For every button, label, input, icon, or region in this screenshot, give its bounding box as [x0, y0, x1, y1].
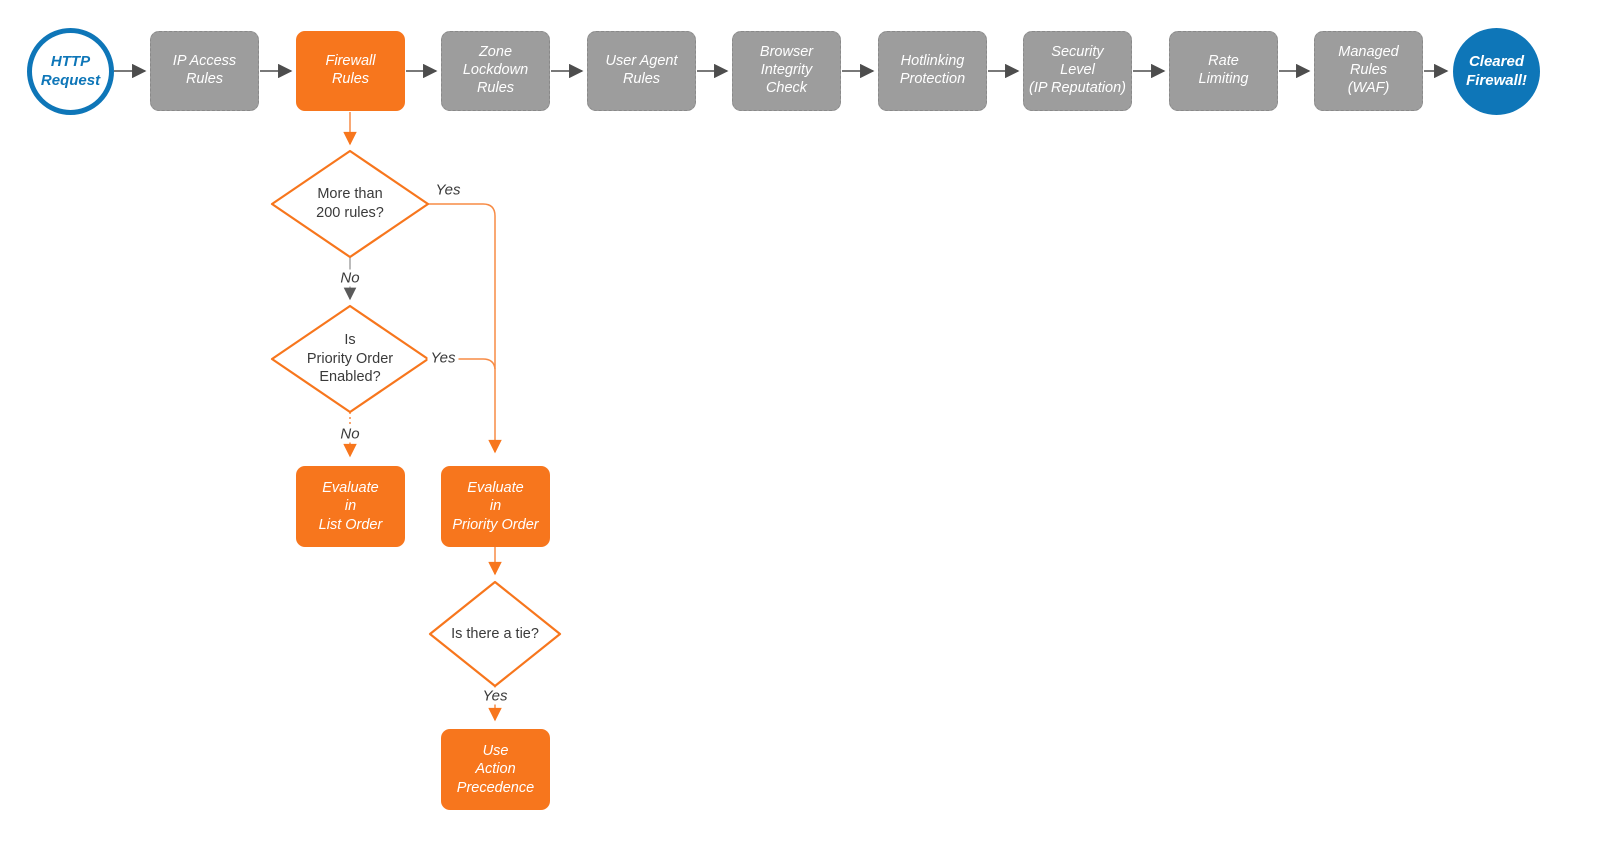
edge-label-no-200-rules: No	[337, 269, 363, 287]
action-evaluate-in-list-order: Evaluate in List Order	[296, 466, 405, 547]
end-node-cleared-firewall: Cleared Firewall!	[1453, 28, 1540, 115]
edge-yes-priority-enabled-join	[428, 358, 496, 370]
action-use-action-precedence: Use Action Precedence	[441, 729, 550, 810]
step-user-agent-rules: User Agent Rules	[587, 31, 696, 111]
edge-yes-200-rules-to-priority-order	[428, 203, 502, 454]
edge-label-no-priority-enabled: No	[337, 425, 363, 443]
decision-more-than-200-rules-shape	[270, 149, 430, 259]
action-evaluate-in-priority-order: Evaluate in Priority Order	[441, 466, 550, 547]
step-zone-lockdown-rules: Zone Lockdown Rules	[441, 31, 550, 111]
step-browser-integrity-check: Browser Integrity Check	[732, 31, 841, 111]
step-firewall-rules: Firewall Rules	[296, 31, 405, 111]
step-rate-limiting: Rate Limiting	[1169, 31, 1278, 111]
edge-label-yes-tie: Yes	[479, 687, 511, 705]
step-security-level: Security Level (IP Reputation)	[1023, 31, 1132, 111]
step-managed-rules-waf: Managed Rules (WAF)	[1314, 31, 1423, 111]
step-hotlinking-protection: Hotlinking Protection	[878, 31, 987, 111]
decision-priority-order-enabled-shape	[270, 304, 430, 414]
start-node-http-request: HTTP Request	[27, 28, 114, 115]
edge-label-yes-priority-enabled: Yes	[427, 349, 459, 367]
edge-label-yes-200-rules: Yes	[432, 181, 464, 199]
step-ip-access-rules: IP Access Rules	[150, 31, 259, 111]
decision-is-there-a-tie-shape	[428, 580, 562, 688]
